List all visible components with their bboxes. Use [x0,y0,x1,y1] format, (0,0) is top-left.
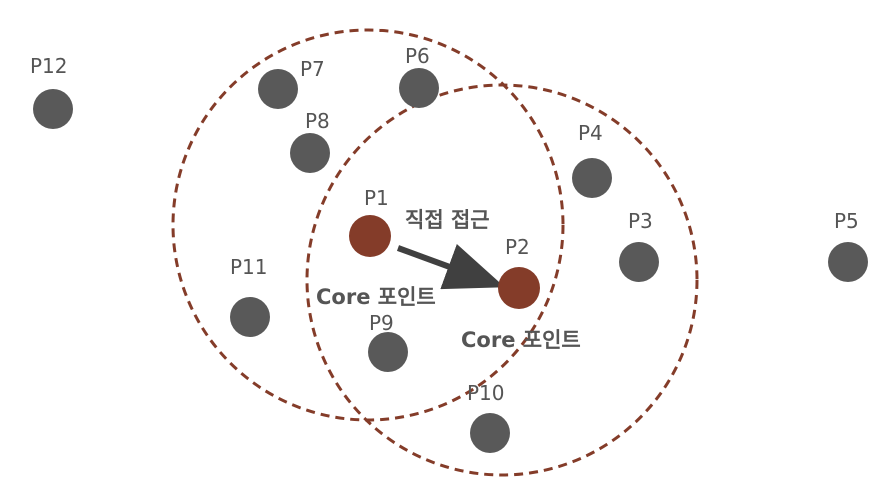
direct-access-arrow [396,244,505,290]
label-p11: P11 [230,255,268,279]
label-p2: P2 [505,235,530,259]
epsilon-circle-p2 [305,83,699,477]
point-p10 [470,413,510,453]
core-point-label-p1: Core 포인트 [316,285,436,309]
label-p3: P3 [628,209,653,233]
label-p4: P4 [578,121,603,145]
label-p9: P9 [369,311,394,335]
label-p10: P10 [467,381,505,405]
point-p5 [828,242,868,282]
point-p12 [33,89,73,129]
point-p6 [399,68,439,108]
core-point-label-p2: Core 포인트 [461,328,581,352]
point-p4 [572,158,612,198]
label-p8: P8 [305,109,330,133]
direct-access-label: 직접 접근 [405,208,490,232]
label-p6: P6 [405,44,430,68]
point-p1 [349,215,391,257]
point-p8 [290,133,330,173]
point-p11 [230,297,270,337]
label-p1: P1 [364,186,389,210]
label-p7: P7 [300,57,325,81]
point-p7 [258,69,298,109]
point-p2 [498,267,540,309]
point-p9 [368,332,408,372]
label-p5: P5 [834,209,859,233]
label-p12: P12 [30,54,68,78]
point-p3 [619,242,659,282]
